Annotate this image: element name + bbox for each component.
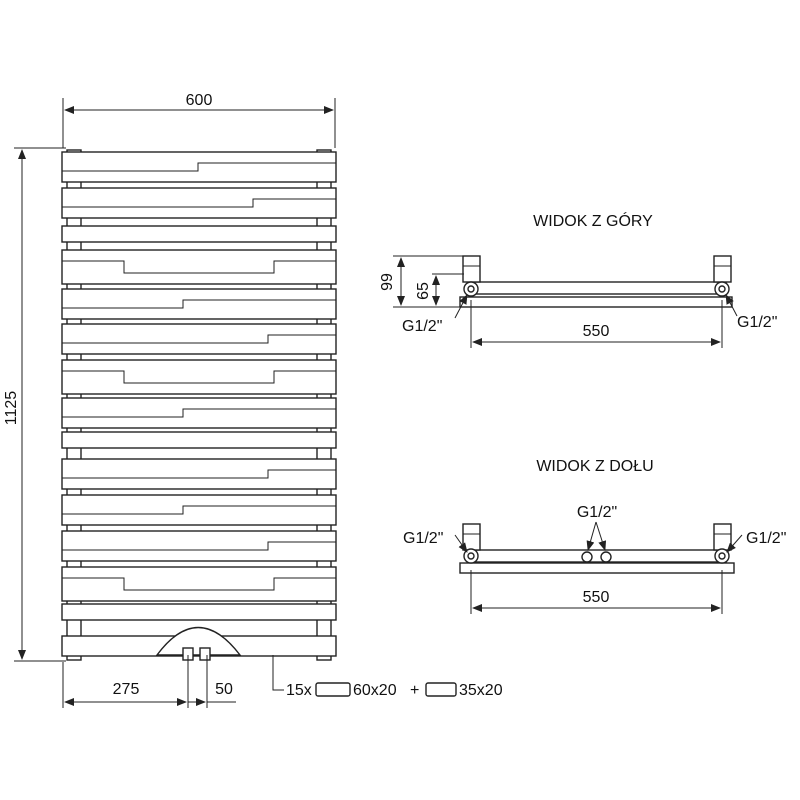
offset-dim-label: 275 — [113, 681, 140, 698]
width-dim-label: 600 — [186, 92, 213, 109]
connection-right — [199, 647, 211, 661]
bottom-view: WIDOK Z DOŁU 550 — [403, 458, 786, 614]
top-valve-right — [713, 255, 732, 297]
panel-profile-line — [62, 408, 336, 418]
top-view: WIDOK Z GÓRY 99 65 — [379, 211, 777, 348]
panel-profile-line — [62, 334, 336, 344]
bottom-width-label: 550 — [583, 589, 610, 606]
bottom-width-dimension: 550 — [470, 570, 723, 614]
panel-profile-line — [62, 162, 336, 172]
panel-wide — [61, 359, 337, 395]
top-panel — [459, 296, 733, 308]
heating-panels — [61, 151, 337, 657]
panel-legend: 15x 60x20 + 35x20 — [272, 655, 503, 699]
spacing-dim-label: 50 — [215, 681, 233, 698]
panel-wide — [61, 566, 337, 602]
panel-profile-line — [62, 198, 336, 208]
bottom-label-right: G1/2" — [746, 530, 786, 547]
panel-wide — [61, 323, 337, 355]
panel-narrow — [61, 603, 337, 621]
panel-wide — [61, 288, 337, 320]
height-dimension: 1125 — [3, 147, 66, 662]
profile-a-icon — [315, 682, 351, 697]
bottom-cover — [155, 627, 242, 656]
panel-profile-line — [62, 260, 336, 274]
top-valve-left — [462, 255, 481, 297]
top-label-right: G1/2" — [737, 314, 777, 331]
panel-profile-line — [62, 577, 336, 591]
legend-profile-a: 60x20 — [353, 682, 397, 699]
panel-profile-line — [62, 505, 336, 515]
top-view-title: WIDOK Z GÓRY — [533, 211, 653, 230]
panel-wide — [61, 151, 337, 183]
bottom-valve-left — [462, 523, 481, 564]
panel-profile-line — [62, 541, 336, 551]
legend-profile-b: 35x20 — [459, 682, 503, 699]
panel-profile-line — [62, 299, 336, 309]
front-view: 600 1125 275 50 15x 60x20 + — [3, 92, 503, 708]
panel-wide — [61, 530, 337, 562]
bottom-center-connections — [581, 551, 612, 563]
panel-wide — [61, 187, 337, 219]
panel-wide — [61, 249, 337, 285]
bottom-label-left: G1/2" — [403, 530, 443, 547]
panel-profile-line — [62, 370, 336, 384]
profile-b-icon — [425, 682, 457, 697]
panel-wide — [61, 494, 337, 526]
bottom-valve-right — [713, 523, 732, 564]
top-depth-dimensions: 99 65 — [379, 255, 464, 308]
panel-narrow — [61, 225, 337, 243]
top-dim-connection-label: 65 — [415, 282, 432, 300]
panel-profile-line — [62, 469, 336, 479]
panel-narrow — [61, 431, 337, 449]
height-dim-label: 1125 — [3, 391, 20, 426]
top-label-left: G1/2" — [402, 318, 442, 335]
bottom-dimensions: 275 50 — [62, 655, 236, 708]
top-dim-total-label: 99 — [379, 273, 396, 291]
legend-plus: + — [410, 682, 419, 699]
bottom-label-center: G1/2" — [577, 504, 617, 521]
bottom-view-title: WIDOK Z DOŁU — [536, 458, 653, 475]
bottom-collector — [467, 549, 727, 563]
top-width-dimension: 550 — [470, 300, 723, 348]
legend-count: 15x — [286, 682, 312, 699]
top-width-label: 550 — [583, 323, 610, 340]
top-collector — [467, 281, 727, 295]
panel-wide — [61, 397, 337, 429]
panel-wide — [61, 458, 337, 490]
width-dimension: 600 — [62, 92, 336, 148]
bottom-panel — [459, 562, 735, 574]
